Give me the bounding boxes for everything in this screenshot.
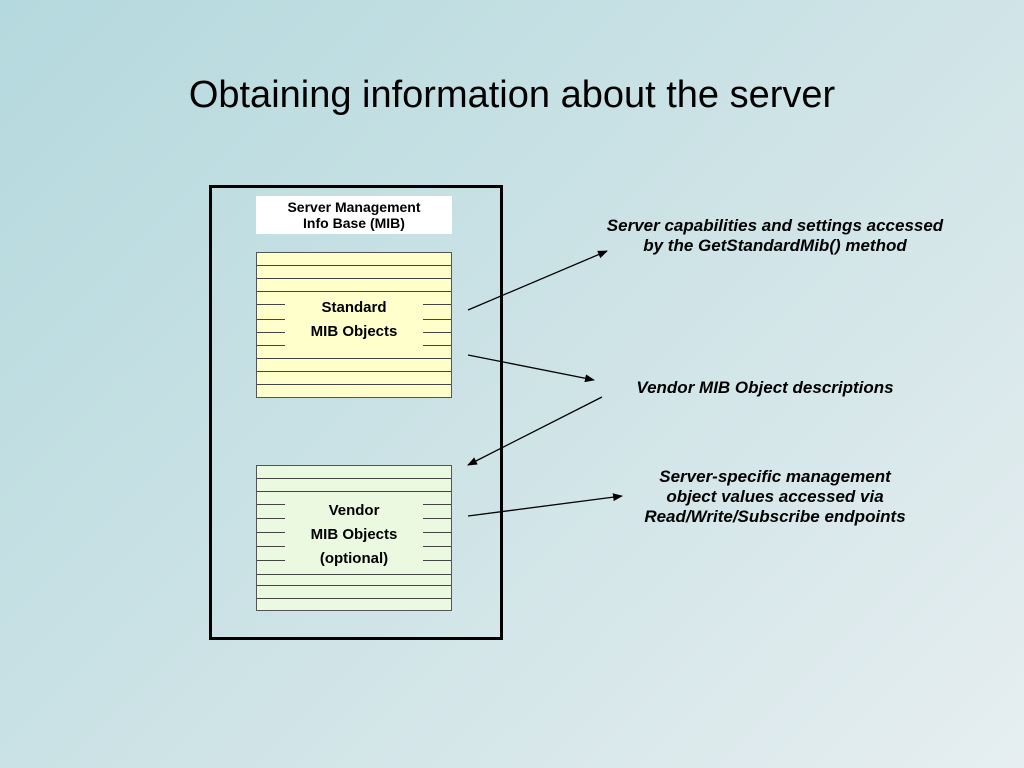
capabilities-line-1: Server capabilities and settings accesse… [606,216,944,235]
mib-container [209,185,503,640]
capabilities-line-2: by the GetStandardMib() method [643,236,907,255]
mib-object-row-line [257,358,451,359]
arrow-standard-to-capabilities [467,250,608,311]
standard-mib-label: Standard MIB Objects [285,296,423,346]
mib-object-row-line [257,371,451,372]
mib-object-row-line [257,384,451,385]
server-specific-line-3: Read/Write/Subscribe endpoints [644,507,906,526]
server-specific-description: Server-specific management object values… [590,467,960,527]
server-specific-line-2: object values accessed via [666,487,884,506]
standard-mib-block: Standard MIB Objects [256,252,452,398]
vendor-label-line-1: Vendor [328,502,380,519]
mib-header-line-1: Server Management [287,199,421,215]
server-specific-line-1: Server-specific management [659,467,891,486]
mib-object-row-line [257,291,451,292]
mib-object-row-line [257,574,451,575]
standard-label-line-1: Standard [321,299,387,316]
mib-object-row-line [257,278,451,279]
vendor-descriptions-label: Vendor MIB Object descriptions [636,378,894,397]
mib-object-row-line [257,478,451,479]
standard-label-line-2: MIB Objects [310,323,398,340]
mib-header: Server Management Info Base (MIB) [256,196,452,234]
vendor-label-line-2: MIB Objects [310,526,398,543]
mib-object-row-line [257,598,451,599]
arrow-standard-to-vendor-descriptions [467,354,595,383]
arrow-vendor-descriptions-to-vendor-block [467,396,603,466]
vendor-mib-block: Vendor MIB Objects (optional) [256,465,452,611]
mib-object-row-line [257,265,451,266]
mib-object-row-line [257,491,451,492]
vendor-label-line-3: (optional) [319,550,389,567]
slide-title: Obtaining information about the server [188,74,836,116]
mib-header-line-2: Info Base (MIB) [303,215,405,231]
vendor-mib-label: Vendor MIB Objects (optional) [285,499,423,573]
mib-object-row-line [257,585,451,586]
arrow-vendor-to-server-specific [467,493,623,517]
capabilities-description: Server capabilities and settings accesse… [568,216,982,256]
